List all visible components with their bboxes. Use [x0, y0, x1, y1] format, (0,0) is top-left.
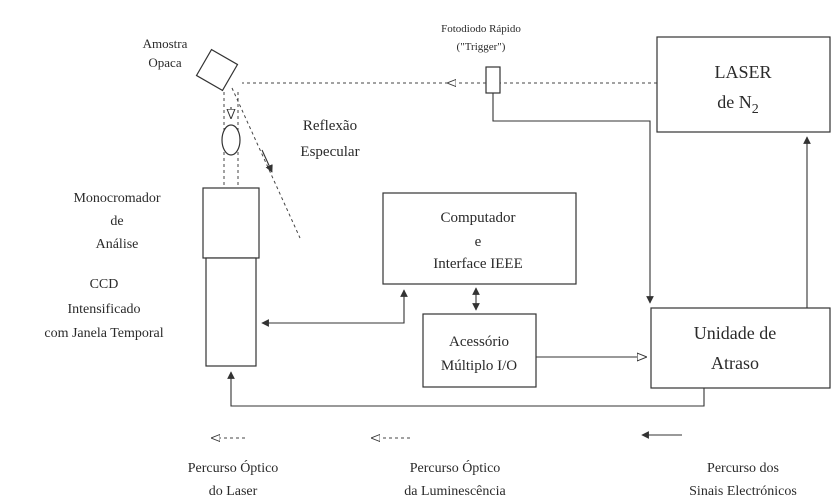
photodiode: [485, 66, 501, 94]
laser-label-line2: de N2: [717, 92, 759, 117]
legend-luminescence-label-line1: Percurso Óptico: [410, 459, 501, 476]
sample-label-line2: Opaca: [148, 55, 181, 70]
io-accessory-box: [422, 313, 537, 388]
delay-unit-label-line1: Unidade de: [694, 323, 776, 343]
delay-unit-label-line2: Atraso: [711, 353, 759, 373]
collection-lens: [221, 124, 241, 156]
monochromator-label-line1: Monocromador: [73, 191, 160, 206]
laser-label-main: de N: [717, 92, 752, 112]
computer-box: [382, 192, 577, 285]
delay-to-ccd-signal: [227, 371, 705, 407]
legend-signals-label-line2: Sinais Electrónicos: [689, 484, 797, 499]
nitrogen-laser-box: [656, 36, 831, 133]
laser-label-subscript: 2: [752, 102, 759, 117]
io-accessory-label-line1: Acessório: [449, 334, 509, 350]
legend-signals-label-line1: Percurso dos: [707, 461, 779, 476]
monochromator-label-line2: de: [110, 214, 123, 229]
specular-reflection-arrow: [261, 149, 273, 173]
ccd-label-line2: Intensificado: [67, 302, 140, 317]
trigger-to-delay-signal: [492, 93, 654, 304]
computer-label-line3: Interface IEEE: [433, 256, 523, 272]
delay-unit-box: [650, 307, 831, 389]
monochromator-label-line3: Análise: [96, 237, 139, 252]
specular-label-line2: Especular: [300, 144, 359, 160]
io-accessory-label-line2: Múltiplo I/O: [441, 358, 517, 374]
legend-laser-label-line1: Percurso Óptico: [188, 459, 279, 476]
legend: Percurso Óptico do Laser Percurso Óptico…: [188, 431, 797, 499]
computer-ccd-signal: [261, 289, 408, 327]
monochromator-box: [202, 187, 260, 259]
computer-label-line2: e: [475, 234, 482, 250]
ccd-box: [205, 257, 257, 367]
legend-laser-label-line2: do Laser: [209, 484, 258, 499]
laser-label-line1: LASER: [714, 62, 771, 82]
specular-label-line1: Reflexão: [303, 118, 357, 134]
sample-label-line1: Amostra: [143, 36, 188, 51]
photodiode-label-line1: Fotodiodo Rápido: [441, 23, 521, 35]
photodiode-label-line2: ("Trigger"): [457, 41, 506, 53]
ccd-label-line3: com Janela Temporal: [44, 326, 163, 341]
computer-label-line1: Computador: [441, 210, 516, 226]
ccd-label-line1: CCD: [90, 277, 119, 292]
opaque-sample: [195, 48, 239, 92]
legend-luminescence-label-line2: da Luminescência: [404, 484, 506, 499]
